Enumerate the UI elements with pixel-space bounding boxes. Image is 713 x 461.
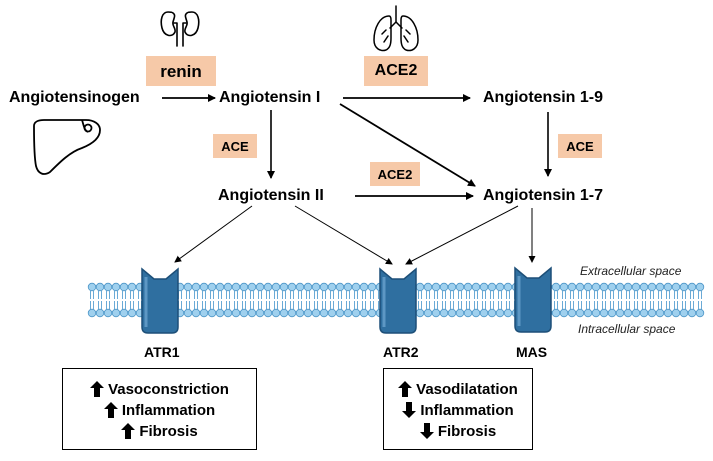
- angiotensin-ii-label: Angiotensin II: [218, 187, 324, 204]
- effect-row: Vasodilatation: [384, 379, 532, 400]
- up-arrow-icon: [103, 402, 118, 418]
- atr2-receptor-shape: [379, 267, 417, 334]
- effect-row: Fibrosis: [63, 421, 256, 442]
- up-arrow-icon: [121, 423, 136, 439]
- ace2-mid-enzyme-label: ACE2: [370, 162, 420, 186]
- down-arrow-icon: [419, 423, 434, 439]
- arrow-ang17-to-atr2: [405, 205, 519, 265]
- effect-label: Vasoconstriction: [108, 380, 229, 398]
- ace2-top-enzyme-label: ACE2: [364, 56, 428, 86]
- lungs-icon: [373, 5, 419, 52]
- intracellular-space-label: Intracellular space: [578, 322, 676, 336]
- kidneys-icon: [160, 11, 200, 47]
- down-arrow-icon: [402, 402, 417, 418]
- extracellular-space-label: Extracellular space: [580, 264, 682, 278]
- angiotensin-1-9-label: Angiotensin 1-9: [483, 89, 604, 106]
- effect-label: Inflammation: [121, 401, 216, 419]
- atr1-label: ATR1: [144, 344, 180, 360]
- effect-label: Inflammation: [420, 401, 514, 419]
- angiotensinogen-label: Angiotensinogen: [9, 89, 140, 106]
- atr2-label: ATR2: [383, 344, 419, 360]
- angiotensin-1-7-label: Angiotensin 1-7: [483, 187, 604, 204]
- liver-icon: [33, 119, 101, 175]
- up-arrow-icon: [398, 381, 413, 397]
- ace-left-enzyme-label: ACE: [213, 134, 257, 158]
- up-arrow-icon: [90, 381, 105, 397]
- effect-row: Inflammation: [63, 400, 256, 421]
- angiotensin-i-label: Angiotensin I: [219, 89, 321, 106]
- arrow-ang2-to-atr2: [294, 205, 393, 265]
- mas-receptor-shape: [514, 266, 552, 333]
- effect-label: Fibrosis: [139, 422, 198, 440]
- effect-row: Vasoconstriction: [63, 379, 256, 400]
- arrow-ang1-to-ang17: [339, 103, 476, 187]
- ace-right-enzyme-label: ACE: [558, 134, 602, 158]
- mas-label: MAS: [516, 344, 548, 360]
- effect-row: Fibrosis: [384, 421, 532, 442]
- arrow-ang2-to-atr1: [174, 205, 253, 263]
- effect-label: Fibrosis: [437, 422, 497, 440]
- effect-row: Inflammation: [384, 400, 532, 421]
- renin-enzyme-label: renin: [146, 56, 216, 86]
- effect-label: Vasodilatation: [416, 380, 518, 398]
- atr1-receptor-shape: [141, 267, 179, 334]
